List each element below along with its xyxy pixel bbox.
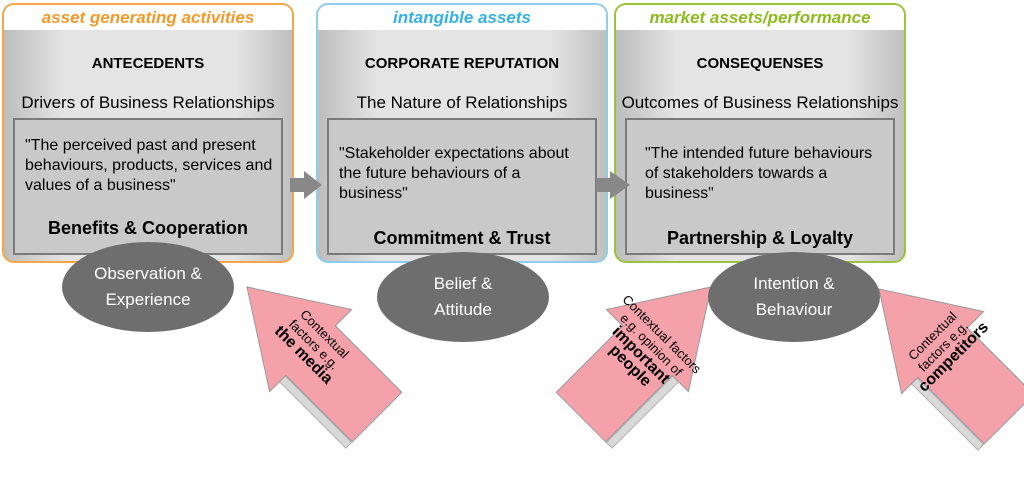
panel-consequences: market assets/performance CONSEQUENSES O… — [614, 3, 906, 263]
panel-subtitle: The Nature of Relationships — [356, 93, 568, 112]
panel-title: CONSEQUENSES — [696, 55, 824, 72]
flow-arrow-2 — [596, 171, 630, 199]
panel-corporate-reputation: intangible assets CORPORATE REPUTATION T… — [316, 3, 608, 263]
quote-bold-label: Commitment & Trust — [373, 228, 551, 248]
context-arrow-media — [246, 286, 403, 449]
context-arrow-people — [555, 286, 712, 449]
panel-header: intangible assets — [318, 5, 606, 30]
oval-belief-attitude: Belief & Attitude — [377, 252, 549, 342]
oval-line2: Experience — [105, 290, 191, 309]
quote-bold-label: Benefits & Cooperation — [47, 218, 248, 238]
panel-title: CORPORATE REPUTATION — [364, 55, 560, 72]
panel-header: asset generating activities — [4, 5, 292, 30]
panel-title: ANTECEDENTS — [91, 55, 205, 72]
quote-box: "Stakeholder expectations about the futu… — [327, 118, 597, 255]
panel-subtitle: Outcomes of Business Relationships — [621, 93, 899, 112]
oval-observation-experience: Observation & Experience — [62, 242, 234, 332]
quote-text: "The intended future behaviours of stake… — [645, 145, 873, 202]
oval-line1: Belief & — [433, 274, 493, 293]
quote-bold-label: Partnership & Loyalty — [666, 228, 854, 248]
oval-intention-behaviour: Intention & Behaviour — [708, 252, 880, 342]
panel-header: market assets/performance — [616, 5, 904, 30]
panel-subtitle: Drivers of Business Relationships — [21, 93, 275, 112]
quote-box: "The intended future behaviours of stake… — [625, 118, 895, 255]
panel-antecedents: asset generating activities ANTECEDENTS … — [2, 3, 294, 263]
flow-arrow-1 — [290, 171, 322, 199]
context-arrow-competitors — [878, 288, 1024, 451]
quote-text: "Stakeholder expectations about the futu… — [339, 145, 569, 202]
oval-line2: Behaviour — [755, 300, 833, 319]
quote-text: "The perceived past and present behaviou… — [25, 137, 273, 194]
quote-box: "The perceived past and present behaviou… — [13, 118, 283, 255]
oval-line1: Intention & — [753, 274, 835, 293]
oval-line2: Attitude — [434, 300, 492, 319]
oval-line1: Observation & — [94, 264, 202, 283]
